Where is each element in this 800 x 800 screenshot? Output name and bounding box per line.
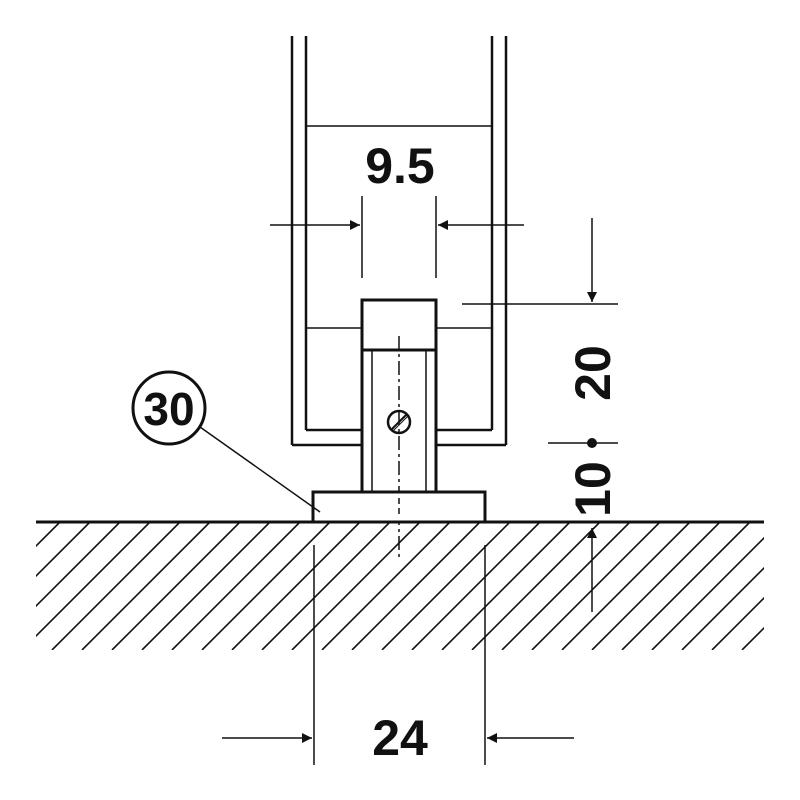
door-frame bbox=[290, 36, 508, 447]
hatch-line bbox=[36, 522, 61, 548]
hatch-line bbox=[321, 522, 451, 650]
hatch-line bbox=[591, 522, 721, 650]
floor-hatching bbox=[0, 522, 800, 650]
dimension-base-width: 24 bbox=[222, 545, 574, 766]
hatch-line bbox=[51, 522, 181, 650]
dimension-vertical: 20 10 bbox=[462, 218, 621, 612]
hatch-line bbox=[501, 522, 631, 650]
hatch-line bbox=[201, 522, 331, 650]
dimension-gap-width: 9.5 bbox=[270, 138, 524, 278]
hatch-line bbox=[441, 522, 571, 650]
dimension-base-width-label: 24 bbox=[372, 710, 428, 766]
hatch-line bbox=[772, 522, 800, 650]
hatch-line bbox=[381, 522, 511, 650]
hatch-line bbox=[36, 522, 151, 638]
hatch-line bbox=[171, 522, 301, 650]
hatch-line bbox=[81, 522, 211, 650]
hatch-line bbox=[111, 522, 241, 650]
guide-pin bbox=[360, 298, 438, 560]
door-frame-cross-lines bbox=[306, 125, 492, 329]
hatch-line bbox=[36, 522, 121, 608]
hatch-line bbox=[261, 522, 391, 650]
dimension-clearance-height-label: 20 bbox=[565, 345, 621, 401]
callout-label: 30 bbox=[143, 383, 194, 435]
hatch-line bbox=[411, 522, 541, 650]
dimension-gap-width-label: 9.5 bbox=[365, 138, 435, 194]
hatch-line bbox=[36, 522, 91, 578]
hatch-line bbox=[531, 522, 661, 650]
base-plate bbox=[311, 490, 487, 524]
dimension-base-height-label: 10 bbox=[565, 461, 621, 517]
hatch-line bbox=[0, 522, 30, 650]
hatch-line bbox=[141, 522, 271, 650]
hatch-line bbox=[351, 522, 481, 650]
part-callout: 30 bbox=[131, 370, 321, 513]
hatch-line bbox=[651, 536, 764, 650]
hatch-line bbox=[741, 626, 764, 650]
hatch-line bbox=[561, 522, 691, 650]
callout-circle bbox=[131, 370, 207, 446]
hatch-line bbox=[471, 522, 601, 650]
hatch-line bbox=[681, 566, 764, 650]
hatch-line bbox=[231, 522, 361, 650]
dimension-dot-icon bbox=[587, 438, 597, 448]
hatch-line bbox=[621, 522, 751, 650]
hatch-line bbox=[711, 596, 764, 650]
